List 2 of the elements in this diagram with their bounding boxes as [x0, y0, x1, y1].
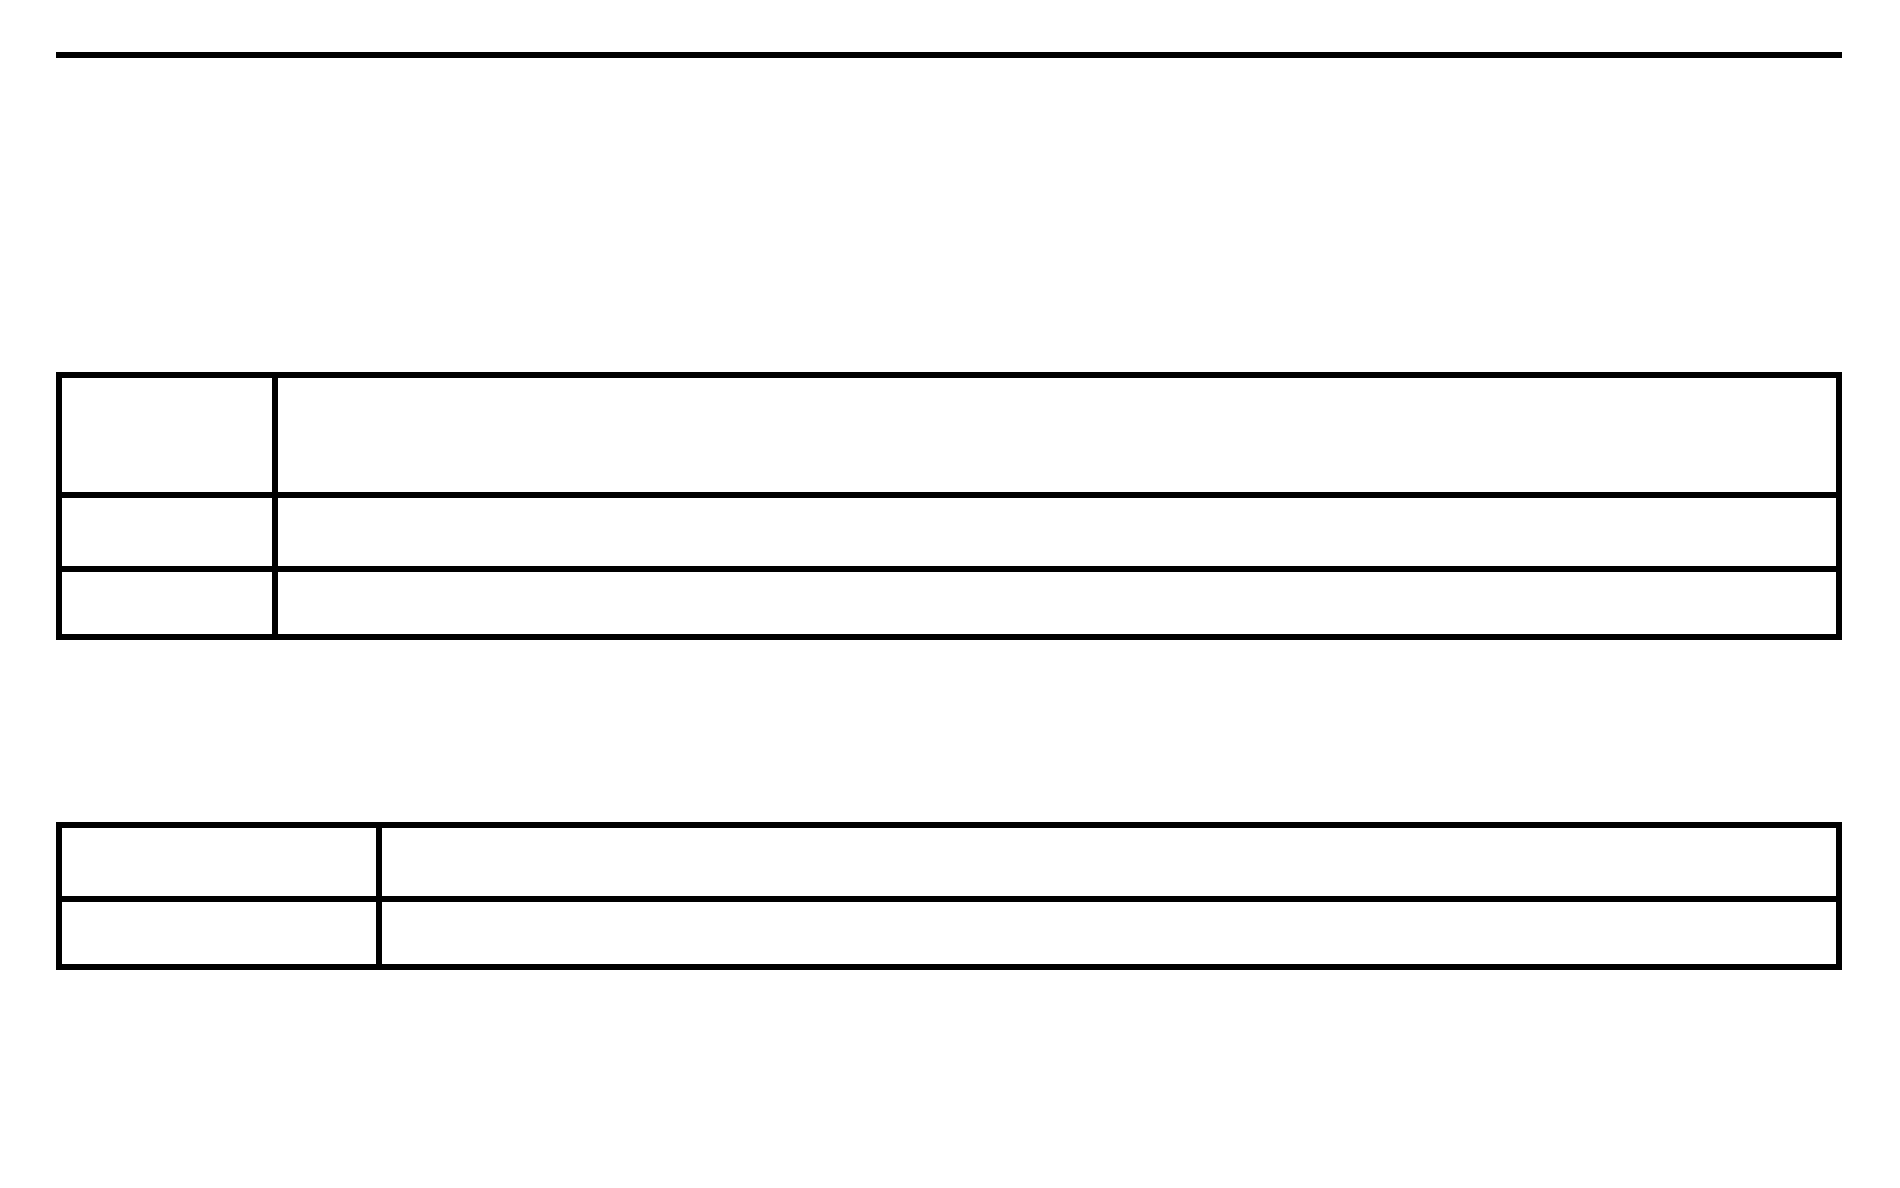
table-frame [56, 822, 1842, 970]
table-frame [56, 372, 1842, 640]
